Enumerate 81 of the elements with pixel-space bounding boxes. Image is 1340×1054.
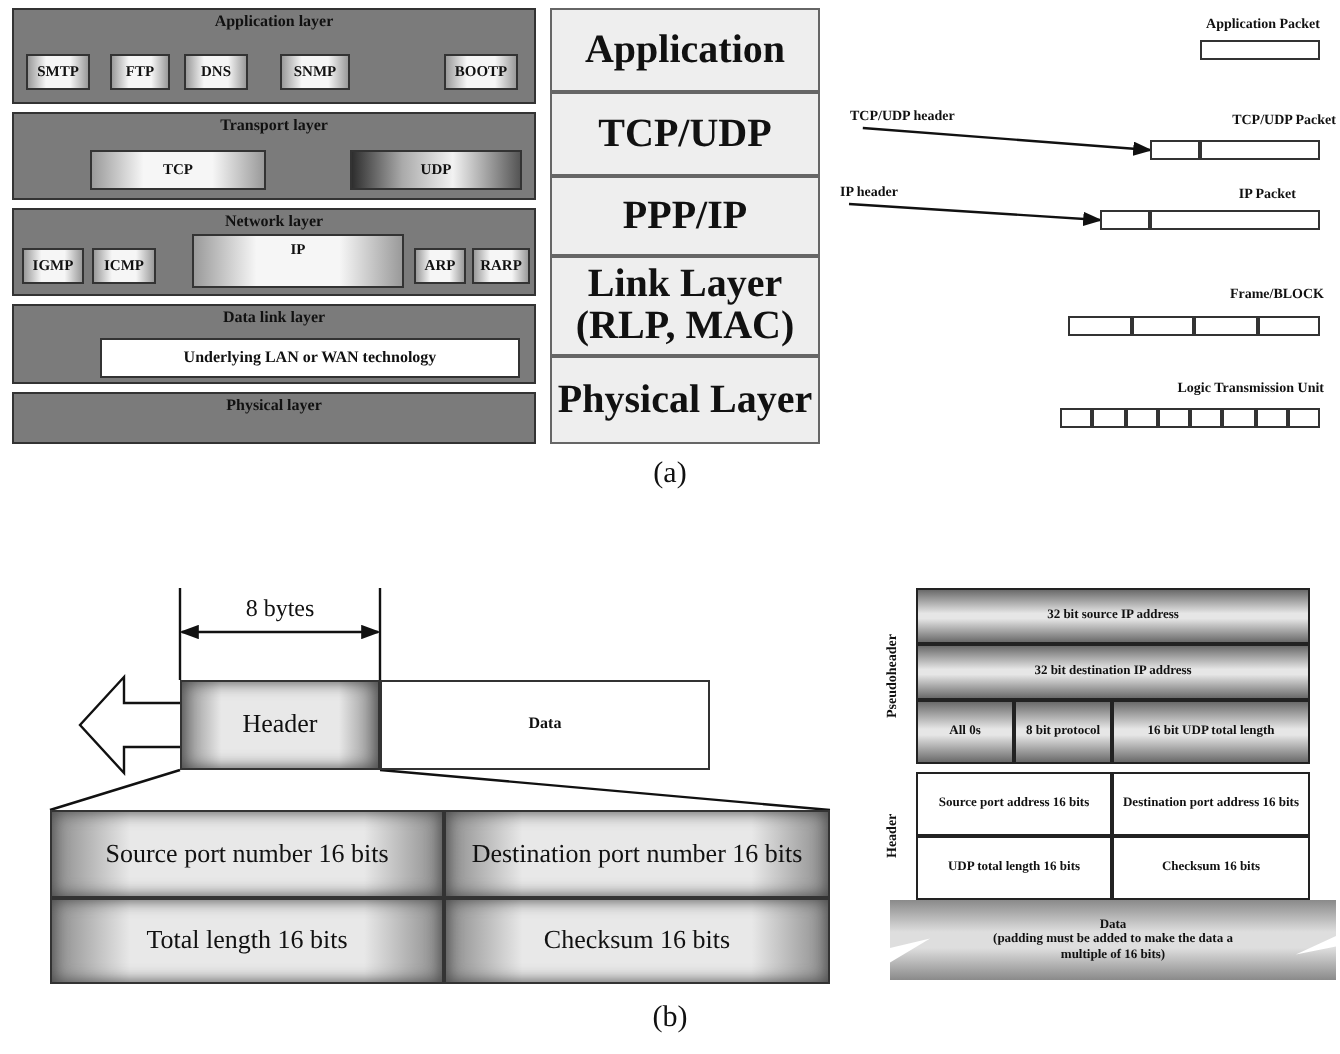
packet-segment (1125, 408, 1158, 428)
packet-segment (1200, 140, 1320, 160)
zoom-line (379, 768, 831, 812)
layer-band (12, 392, 536, 444)
data-box (380, 680, 710, 770)
layer-title: Physical layer (226, 398, 322, 416)
layer-title: Transport layer (220, 118, 328, 136)
dimension-label: 8 bytes (245, 594, 315, 624)
packet-segment (1157, 408, 1190, 428)
field-box (916, 836, 1112, 900)
box-text: Data (528, 716, 562, 734)
packet-segment (1150, 210, 1320, 230)
packet-segment (1131, 316, 1194, 336)
field-box (444, 898, 830, 984)
stack-layer (550, 8, 820, 92)
protocol-box (444, 54, 518, 90)
protocol-box (350, 150, 522, 190)
packet-segment (1257, 316, 1320, 336)
stack-layer (550, 176, 820, 256)
field-box (916, 644, 1310, 700)
protocol-box (26, 54, 90, 90)
field-label: Source port number 16 bits (105, 839, 389, 869)
layer-name: Link Layer (RLP, MAC) (573, 264, 797, 348)
protocol-box (280, 54, 350, 90)
packet-segment (1287, 408, 1320, 428)
layer-band (12, 304, 536, 384)
leader-line (848, 202, 1103, 227)
field-label: Destination port number 16 bits (471, 839, 803, 869)
layer-name: Application (584, 29, 786, 71)
layer-band (12, 112, 536, 200)
packet-segment (1222, 408, 1255, 428)
protocol-box (414, 248, 466, 284)
data-block (890, 900, 1336, 980)
leader-line (862, 126, 1153, 156)
layer-band (12, 8, 536, 104)
layer-band (12, 208, 536, 296)
subfigure-caption: (a) (653, 458, 687, 492)
box-text: Underlying LAN or WAN technology (183, 349, 437, 367)
field-box (50, 810, 444, 898)
stack-layer (550, 92, 820, 176)
layer-name: TCP/UDP (598, 113, 772, 155)
protocol-box (22, 248, 84, 284)
packet-segment (1068, 316, 1131, 336)
field-label: Header (242, 710, 318, 740)
field-box (916, 772, 1112, 836)
layer-name: PPP/IP (622, 195, 748, 237)
protocol-box (92, 248, 156, 284)
hollow-arrow (78, 673, 182, 777)
packet-segment (1194, 316, 1257, 336)
protocol-box (192, 234, 404, 288)
packet-segment (1060, 408, 1093, 428)
packet-segment (1100, 210, 1150, 230)
protocol-box (184, 54, 248, 90)
protocol-box (472, 248, 530, 284)
field-box (50, 898, 444, 984)
field-label: Total length 16 bits (146, 926, 348, 956)
zoom-line (49, 768, 181, 812)
field-box (1112, 836, 1310, 900)
stack-layer (550, 356, 820, 444)
packet-segment (1200, 40, 1320, 60)
header-box (180, 680, 380, 770)
layer-title: Application layer (214, 14, 334, 32)
packet-segment (1190, 408, 1223, 428)
field-box (1112, 700, 1310, 764)
field-label: Checksum 16 bits (543, 926, 731, 956)
technology-box (100, 338, 520, 378)
field-box (916, 588, 1310, 644)
field-box (1112, 772, 1310, 836)
layer-name: Physical Layer (557, 379, 813, 421)
field-box (1014, 700, 1112, 764)
stack-layer (550, 256, 820, 356)
protocol-box (110, 54, 170, 90)
field-box (444, 810, 830, 898)
layer-title: Data link layer (222, 310, 326, 328)
field-box (916, 700, 1014, 764)
protocol-box (90, 150, 266, 190)
subfigure-caption: (b) (652, 1002, 688, 1036)
packet-segment (1255, 408, 1288, 428)
layer-title: Network layer (224, 214, 324, 232)
packet-segment (1150, 140, 1200, 160)
packet-segment (1092, 408, 1125, 428)
